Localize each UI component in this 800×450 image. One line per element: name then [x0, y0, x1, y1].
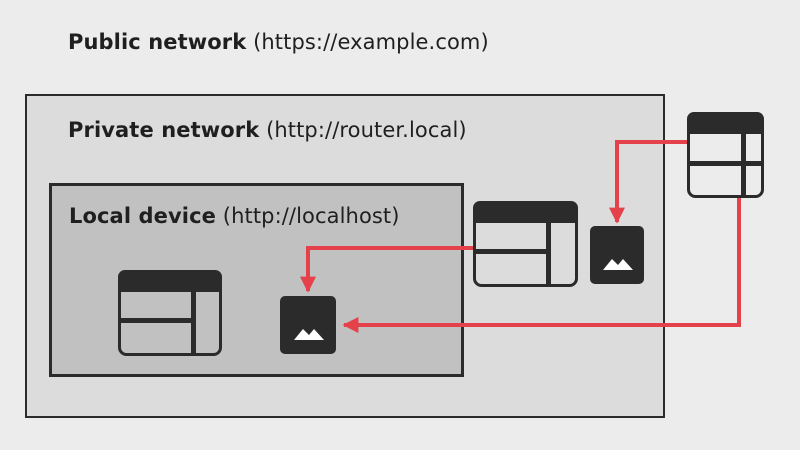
local-device-name: Local device — [69, 204, 216, 228]
local-device-label: Local device (http://localhost) — [69, 204, 400, 228]
public-network-label: Public network (https://example.com) — [68, 30, 489, 54]
webpage-layout-icon — [687, 112, 764, 198]
private-network-label: Private network (http://router.local) — [68, 118, 467, 142]
local-device-url: (http://localhost) — [222, 204, 400, 228]
public-network-url: (https://example.com) — [253, 30, 489, 54]
public-network-name: Public network — [68, 30, 247, 54]
private-network-url: (http://router.local) — [266, 118, 467, 142]
private-network-name: Private network — [68, 118, 260, 142]
